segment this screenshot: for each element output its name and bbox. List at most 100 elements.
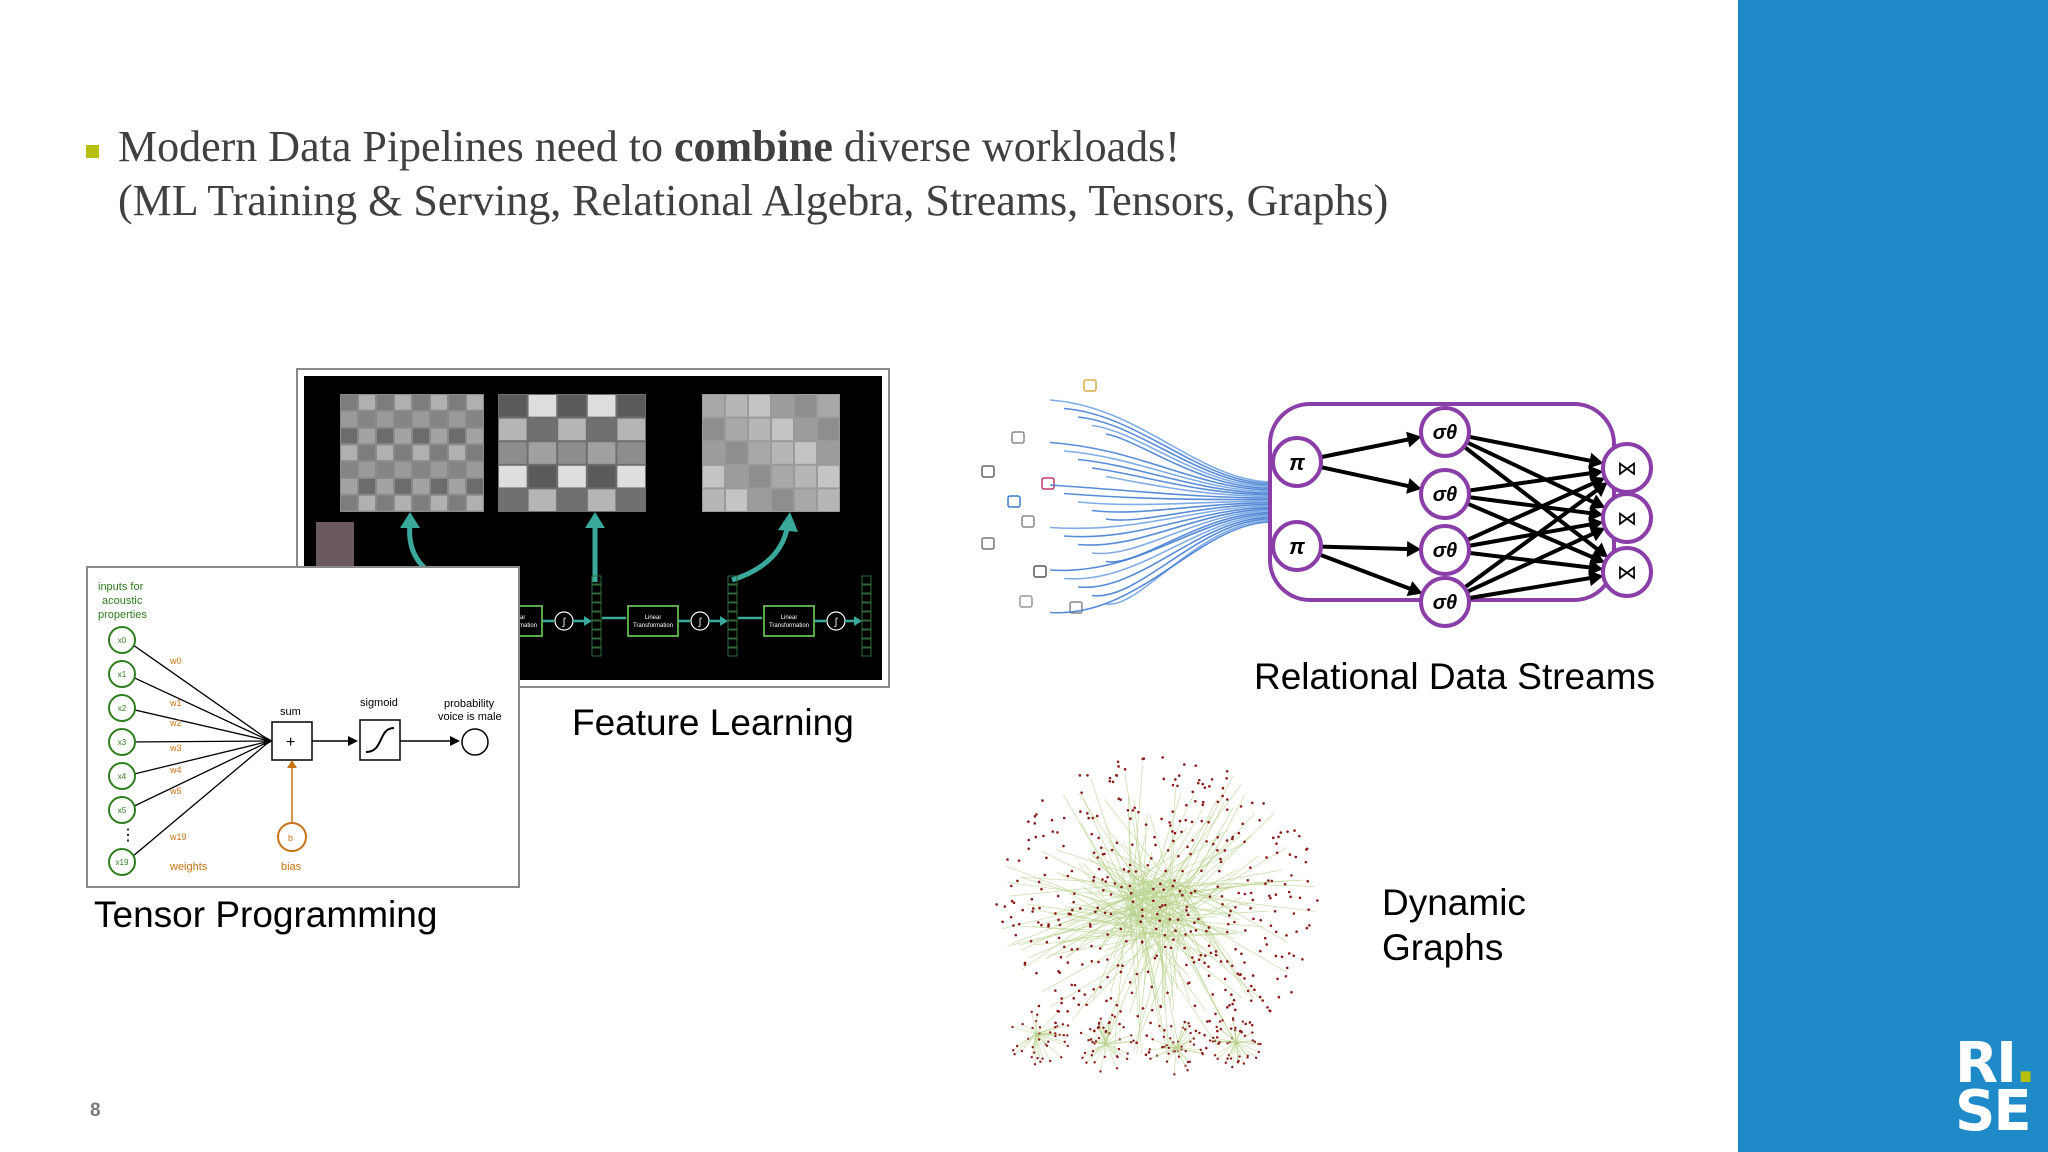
graph-node [1169, 824, 1172, 827]
graph-node [1274, 954, 1278, 958]
graph-node [1308, 924, 1311, 927]
graph-node [1056, 831, 1059, 834]
graph-node [1089, 925, 1092, 928]
graph-node [1009, 884, 1013, 888]
graph-edge [1098, 1022, 1107, 1045]
graph-node [1149, 1057, 1152, 1060]
graph-node [1285, 966, 1289, 970]
graph-edge [1166, 920, 1207, 964]
filter-tile [413, 395, 429, 410]
graph-node [1266, 1006, 1269, 1009]
graph-node [1225, 777, 1228, 780]
weight-edge [125, 740, 271, 811]
weight-edge [125, 639, 271, 742]
graph-node [1221, 794, 1224, 798]
weight-label: w4 [169, 765, 182, 775]
graph-node [1224, 988, 1227, 992]
graph-node [1031, 1046, 1034, 1049]
graph-node [1134, 870, 1138, 873]
projection-node [1271, 436, 1323, 488]
bias-node [277, 822, 307, 852]
graph-node [1120, 885, 1123, 889]
graph-edge [1105, 1022, 1110, 1045]
graph-node [1181, 893, 1184, 897]
graph-edge [1163, 1036, 1177, 1049]
graph-node [1204, 1046, 1208, 1050]
graph-node [1090, 832, 1094, 836]
filter-tile [413, 428, 429, 444]
graph-node [1126, 1052, 1129, 1055]
graph-edge [1167, 839, 1175, 934]
filter-tile [341, 479, 357, 494]
selection-symbol: σθ [1433, 484, 1457, 506]
graph-node [1130, 991, 1134, 995]
input-thumbnail [316, 522, 354, 568]
graph-edge [1139, 897, 1173, 985]
graph-edge [1086, 1043, 1107, 1063]
graph-node [1152, 899, 1155, 903]
graph-edge [1175, 1038, 1194, 1049]
graph-node [1241, 822, 1245, 826]
graph-node [1275, 842, 1278, 845]
graph-node [1231, 835, 1235, 839]
graph-edge [1187, 884, 1288, 943]
graph-edge [1214, 1041, 1237, 1056]
join-symbol: ⋈ [1617, 508, 1637, 530]
graph-edge [1092, 903, 1142, 925]
graph-edge [1103, 1027, 1107, 1045]
graph-node [1089, 1027, 1092, 1031]
graph-edge [1220, 1028, 1237, 1043]
graph-node [1287, 952, 1291, 955]
graph-node [1128, 863, 1132, 867]
inputs-title-line: properties [98, 609, 147, 621]
headline-text-start: Modern Data Pipelines need to [118, 122, 674, 171]
graph-node [1188, 981, 1191, 984]
filter-tile [528, 465, 557, 488]
graph-node [1238, 973, 1242, 977]
graph-edge [1115, 870, 1130, 891]
graph-node [1284, 975, 1288, 978]
graph-edge [1105, 1043, 1118, 1069]
graph-node [1161, 756, 1164, 759]
graph-node [1287, 890, 1291, 894]
graph-node [1037, 1038, 1041, 1041]
graph-node [1229, 1027, 1233, 1030]
feature-vector-cell [591, 611, 602, 621]
graph-node [1268, 894, 1271, 898]
stream-line [1077, 500, 1273, 506]
filter-tile [617, 418, 645, 441]
graph-node [1056, 894, 1060, 898]
arrowhead-icon [1589, 526, 1606, 542]
graph-node [1188, 1060, 1192, 1063]
graph-node [1219, 960, 1223, 963]
graph-edge [1174, 1047, 1177, 1075]
graph-node [1251, 1039, 1254, 1042]
graph-node [1161, 904, 1164, 907]
graph-node [1251, 898, 1255, 902]
graph-edge [1035, 1033, 1068, 1047]
graph-node [1203, 786, 1207, 789]
graph-node [1223, 977, 1227, 981]
graph-node [1164, 869, 1167, 873]
arrowhead-icon [1406, 581, 1423, 597]
operator-edge [1320, 436, 1415, 460]
graph-node [1181, 869, 1184, 873]
graph-edge [1035, 1033, 1041, 1062]
graph-node [1012, 924, 1015, 927]
linear-transformation-label: Linear [781, 615, 798, 621]
stream-line [1049, 521, 1273, 614]
graph-edge [1235, 1032, 1253, 1043]
filter-tile [341, 445, 357, 461]
graph-edge [1219, 1021, 1237, 1043]
graph-node [1225, 930, 1229, 934]
graph-node [1054, 989, 1057, 992]
graph-node [1219, 857, 1222, 861]
graph-node [1224, 1061, 1228, 1065]
graph-node [1047, 925, 1050, 928]
filter-tile [703, 442, 724, 464]
graph-node [1201, 803, 1205, 807]
graph-node [1207, 820, 1210, 824]
graph-node [1099, 1070, 1102, 1073]
graph-node [1185, 963, 1188, 967]
page-number: 8 [90, 1100, 101, 1121]
